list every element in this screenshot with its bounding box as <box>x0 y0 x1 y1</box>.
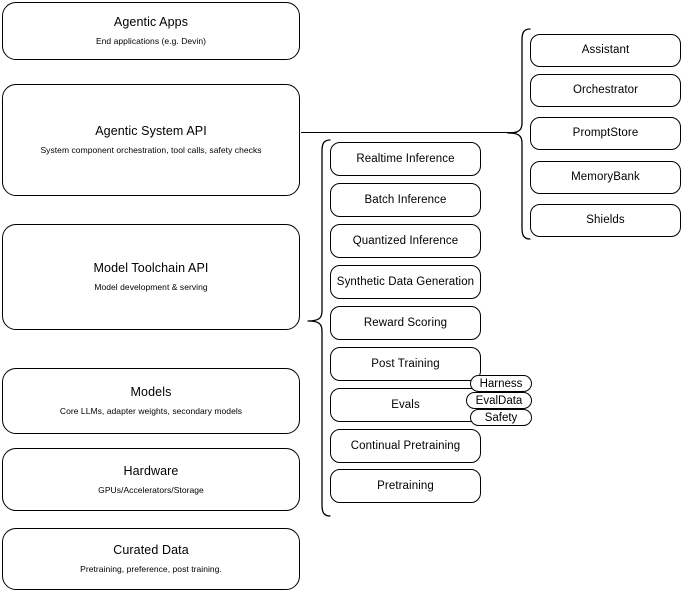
system-item-promptstore[interactable]: PromptStore <box>530 117 681 150</box>
evals-badge-safety[interactable]: Safety <box>470 409 532 426</box>
evals-badge-evaldata[interactable]: EvalData <box>466 392 532 409</box>
stack-layer-title: Model Toolchain API <box>93 261 209 276</box>
stack-layer-title: Agentic Apps <box>113 15 189 30</box>
stack-layer-subtitle: GPUs/Accelerators/Storage <box>98 484 204 495</box>
evals-badge-harness[interactable]: Harness <box>470 375 532 392</box>
connector-line-system-api-to-components <box>301 132 517 133</box>
stack-layer-subtitle: System component orchestration, tool cal… <box>40 145 262 155</box>
stack-layer-subtitle: Core LLMs, adapter weights, secondary mo… <box>59 406 243 416</box>
toolchain-item-label: Reward Scoring <box>363 316 448 329</box>
brace-toolchain-components <box>306 139 332 517</box>
evals-badge-label: Harness <box>479 377 523 390</box>
toolchain-item-synthetic-data-generation[interactable]: Synthetic Data Generation <box>330 265 481 299</box>
toolchain-item-label: Continual Pretraining <box>350 439 461 452</box>
stack-layer-agentic-apps[interactable]: Agentic Apps End applications (e.g. Devi… <box>2 2 300 60</box>
stack-layer-title: Hardware <box>123 463 179 478</box>
toolchain-item-evals[interactable]: Evals <box>330 388 481 422</box>
stack-layer-title: Curated Data <box>113 543 189 558</box>
toolchain-item-pretraining[interactable]: Pretraining <box>330 469 481 503</box>
system-item-orchestrator[interactable]: Orchestrator <box>530 74 681 107</box>
system-item-label: Shields <box>586 214 625 227</box>
stack-layer-title: Models <box>130 385 172 400</box>
evals-badge-label: Safety <box>484 411 518 424</box>
system-item-label: PromptStore <box>572 127 639 140</box>
toolchain-item-batch-inference[interactable]: Batch Inference <box>330 183 481 217</box>
stack-layer-subtitle: Model development & serving <box>94 282 208 292</box>
toolchain-item-label: Pretraining <box>377 479 434 492</box>
toolchain-item-label: Synthetic Data Generation <box>336 275 475 288</box>
stack-layer-models[interactable]: Models Core LLMs, adapter weights, secon… <box>2 368 300 434</box>
toolchain-item-realtime-inference[interactable]: Realtime Inference <box>330 142 481 176</box>
system-item-label: Orchestrator <box>572 84 639 97</box>
system-item-memorybank[interactable]: MemoryBank <box>530 161 681 194</box>
brace-system-components <box>506 28 532 240</box>
system-item-shields[interactable]: Shields <box>530 204 681 237</box>
system-item-assistant[interactable]: Assistant <box>530 34 681 67</box>
toolchain-item-reward-scoring[interactable]: Reward Scoring <box>330 306 481 340</box>
toolchain-item-post-training[interactable]: Post Training <box>330 347 481 381</box>
stack-layer-hardware[interactable]: Hardware GPUs/Accelerators/Storage <box>2 448 300 511</box>
toolchain-item-label: Quantized Inference <box>352 234 459 247</box>
stack-layer-subtitle: End applications (e.g. Devin) <box>95 36 207 46</box>
stack-layer-title: Agentic System API <box>95 124 207 139</box>
system-item-label: MemoryBank <box>571 171 640 184</box>
stack-layer-agentic-system-api[interactable]: Agentic System API System component orch… <box>2 84 300 196</box>
toolchain-item-label: Batch Inference <box>364 193 447 206</box>
stack-layer-curated-data[interactable]: Curated Data Pretraining, preference, po… <box>2 528 300 590</box>
system-item-label: Assistant <box>581 44 630 57</box>
toolchain-item-continual-pretraining[interactable]: Continual Pretraining <box>330 429 481 463</box>
stack-layer-subtitle: Pretraining, preference, post training. <box>80 564 222 574</box>
evals-badge-label: EvalData <box>475 394 523 407</box>
toolchain-item-label: Evals <box>391 398 420 411</box>
toolchain-item-quantized-inference[interactable]: Quantized Inference <box>330 224 481 258</box>
toolchain-item-label: Realtime Inference <box>356 152 455 165</box>
toolchain-item-label: Post Training <box>371 357 440 370</box>
stack-layer-model-toolchain-api[interactable]: Model Toolchain API Model development & … <box>2 224 300 330</box>
